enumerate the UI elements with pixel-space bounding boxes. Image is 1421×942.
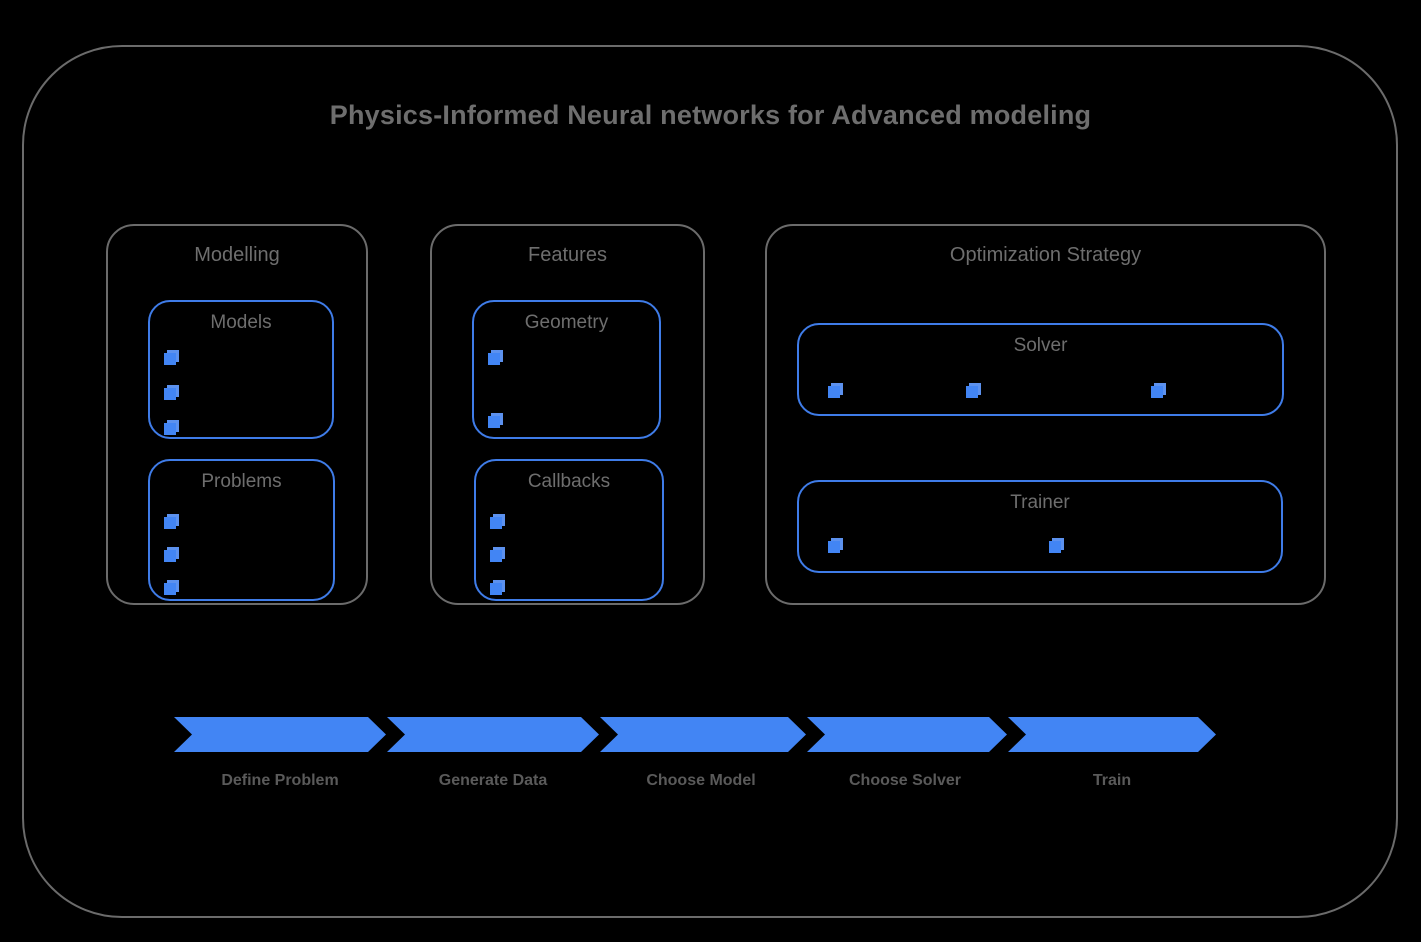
cube-icon: [164, 514, 179, 529]
sub-box-trainer[interactable]: Trainer: [797, 480, 1283, 573]
cube-icon: [966, 383, 981, 398]
cube-icon: [488, 350, 503, 365]
cube-icon: [828, 538, 843, 553]
group-panel-features: Features: [430, 224, 705, 605]
sub-box-models[interactable]: Models: [148, 300, 334, 439]
sub-box-title-callbacks: Callbacks: [527, 471, 611, 492]
cube-icon: [164, 350, 179, 365]
sub-box-title-geometry: Geometry: [524, 312, 609, 333]
cube-icon: [490, 580, 505, 595]
group-title-modelling: Modelling: [194, 244, 280, 266]
cube-icon: [490, 547, 505, 562]
outer-container-border: [22, 45, 1398, 918]
sub-box-problems[interactable]: Problems: [148, 459, 335, 601]
group-panel-modelling: Modelling: [106, 224, 368, 605]
sub-box-callbacks[interactable]: Callbacks: [474, 459, 664, 601]
group-title-features: Features: [528, 244, 607, 266]
sub-box-solver[interactable]: Solver: [797, 323, 1284, 416]
cube-icon: [1151, 383, 1166, 398]
flow-step-label-generate-data: Generate Data: [438, 772, 548, 789]
sub-box-title-problems: Problems: [201, 471, 282, 492]
flow-step-label-define-problem: Define Problem: [221, 772, 339, 789]
flow-step-train[interactable]: [1008, 717, 1216, 752]
cube-icon: [488, 413, 503, 428]
sub-box-geometry[interactable]: Geometry: [472, 300, 661, 439]
page-title: Physics-Informed Neural networks for Adv…: [329, 100, 1092, 130]
flow-step-label-choose-model: Choose Model: [646, 772, 756, 789]
cube-icon: [164, 420, 179, 435]
flow-step-define-problem[interactable]: [174, 717, 386, 752]
cube-icon: [164, 547, 179, 562]
flow-step-generate-data[interactable]: [387, 717, 599, 752]
flow-step-label-train: Train: [1092, 772, 1132, 789]
cube-icon: [490, 514, 505, 529]
flow-step-choose-solver[interactable]: [807, 717, 1007, 752]
sub-box-title-models: Models: [210, 312, 272, 333]
sub-box-title-trainer: Trainer: [1010, 492, 1070, 513]
cube-icon: [164, 580, 179, 595]
flow-step-choose-model[interactable]: [600, 717, 806, 752]
group-panel-optimization-strategy: Optimization Strategy: [765, 224, 1326, 605]
flow-step-label-choose-solver: Choose Solver: [848, 772, 962, 789]
sub-box-title-solver: Solver: [1013, 335, 1068, 356]
group-title-optimization-strategy: Optimization Strategy: [949, 244, 1142, 266]
cube-icon: [1049, 538, 1064, 553]
cube-icon: [828, 383, 843, 398]
cube-icon: [164, 385, 179, 400]
